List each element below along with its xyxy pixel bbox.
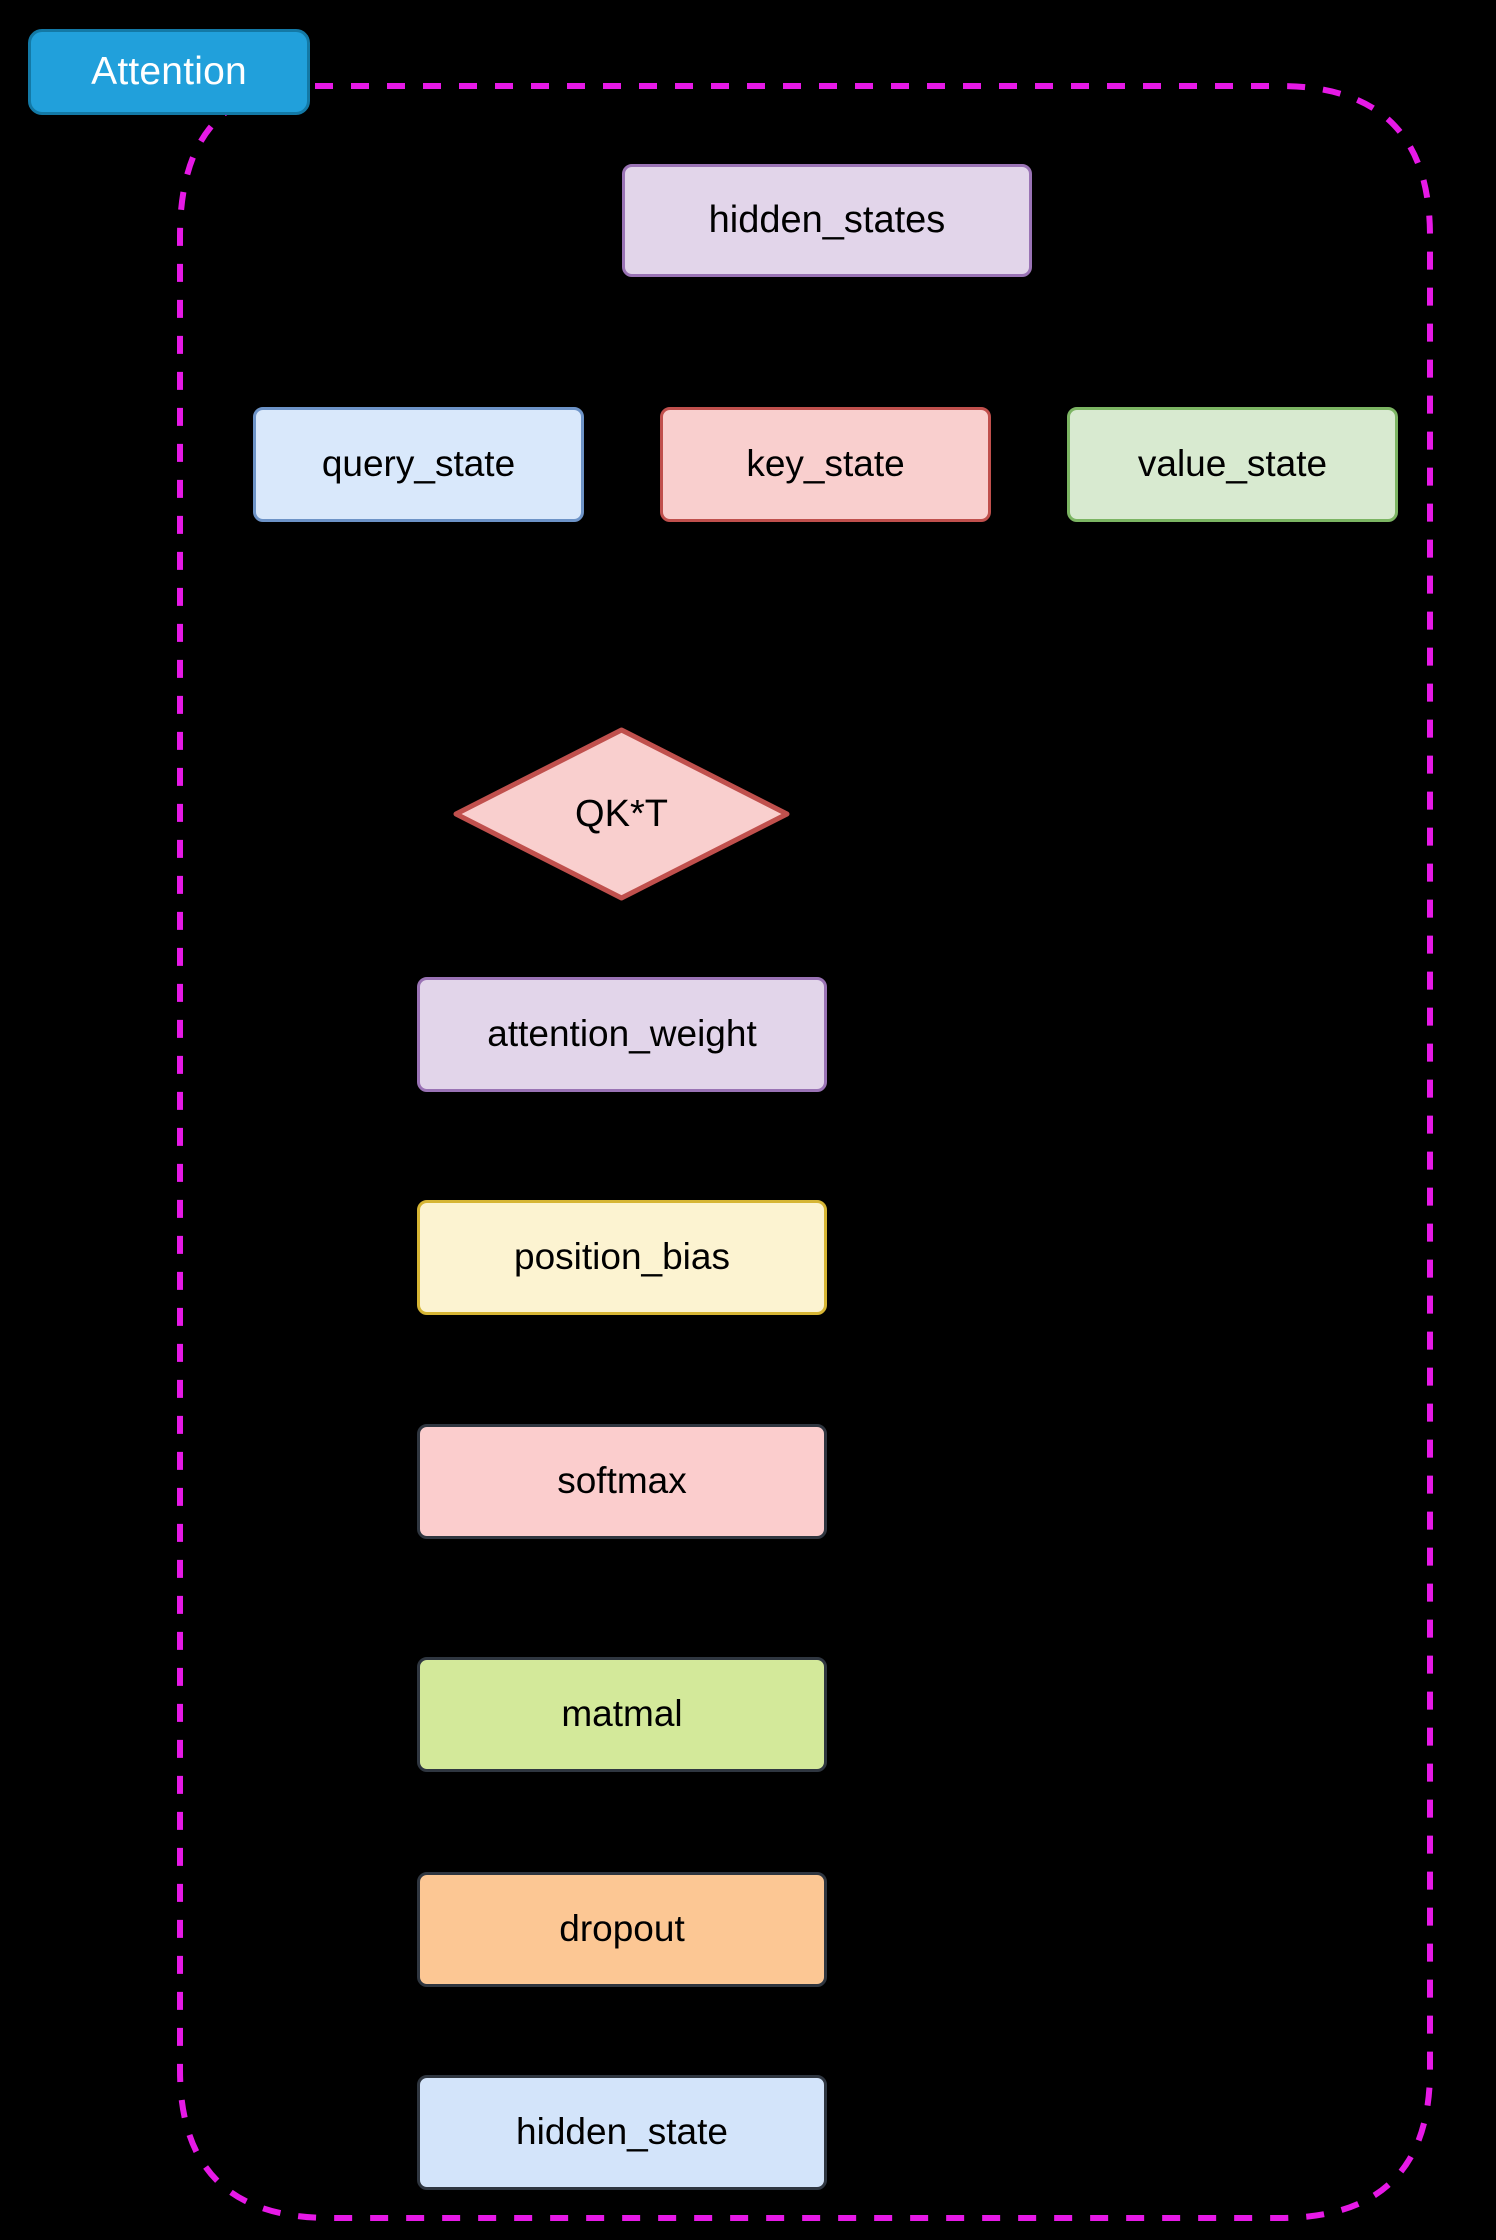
node-label-hidden_state: hidden_state — [516, 2111, 728, 2153]
node-key_state[interactable]: key_state — [660, 407, 991, 522]
node-hidden_state[interactable]: hidden_state — [417, 2075, 827, 2190]
node-query_state[interactable]: query_state — [253, 407, 584, 522]
node-label-key_state: key_state — [746, 443, 905, 485]
node-label-hidden_states: hidden_states — [708, 198, 946, 241]
node-label-matmal: matmal — [561, 1693, 683, 1735]
node-label-qkt: QK*T — [575, 792, 668, 835]
subgraph-title-label: Attention — [91, 50, 247, 93]
node-attention_weight[interactable]: attention_weight — [417, 977, 827, 1092]
node-label-position_bias: position_bias — [514, 1236, 730, 1278]
node-hidden_states[interactable]: hidden_states — [622, 164, 1032, 277]
subgraph-title-attention[interactable]: Attention — [28, 29, 310, 115]
node-label-attention_weight: attention_weight — [487, 1013, 757, 1055]
node-position_bias[interactable]: position_bias — [417, 1200, 827, 1315]
diamond-shape — [453, 727, 790, 901]
node-label-query_state: query_state — [321, 443, 516, 485]
node-label-dropout: dropout — [559, 1908, 685, 1950]
node-qkt[interactable]: QK*T — [453, 727, 790, 901]
node-label-softmax: softmax — [557, 1460, 687, 1502]
node-label-value_state: value_state — [1137, 443, 1328, 485]
node-value_state[interactable]: value_state — [1067, 407, 1398, 522]
node-dropout[interactable]: dropout — [417, 1872, 827, 1987]
node-matmal[interactable]: matmal — [417, 1657, 827, 1772]
node-softmax[interactable]: softmax — [417, 1424, 827, 1539]
